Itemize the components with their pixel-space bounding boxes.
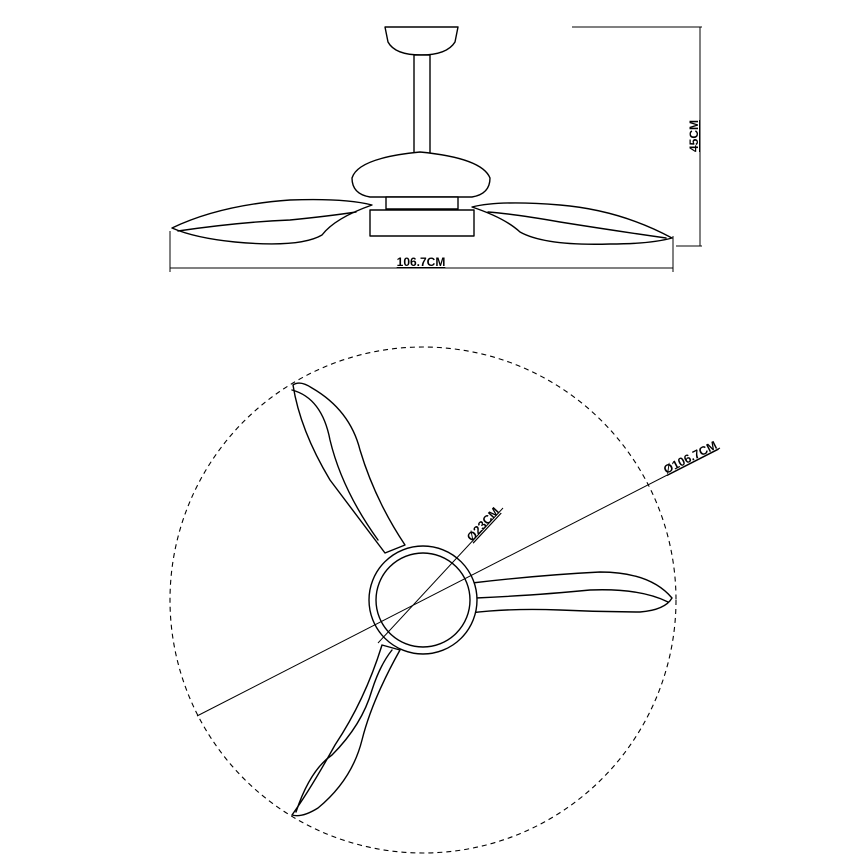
side-blade-right-inner [487,211,667,239]
blade-bottom-left [291,644,401,817]
height-label: 45CM [687,120,701,152]
blade-sweep-circle [169,346,677,854]
blade-top-left-edge [291,389,379,541]
hub-diameter-line [377,507,504,644]
downrod [413,54,431,158]
width-label: 106.7CM [397,255,446,269]
top-view: Ø106.7CM Ø23CM [169,346,721,854]
light-ring-side [385,196,459,210]
blade-top-left [292,382,406,554]
light-panel-side [369,209,475,237]
side-blade-left-inner [177,211,357,232]
blade-bottom-left-edge [295,649,393,813]
side-view: 106.7CM 45CM [169,26,702,272]
blade-right [469,571,673,614]
hub-diameter-label: Ø23CM [464,504,502,544]
blade-right-edge [475,589,669,603]
side-blade-left [171,198,373,245]
ceiling-canopy [384,26,459,56]
sweep-diameter-label: Ø106.7CM [661,438,719,477]
sweep-diameter-line [196,447,721,717]
motor-housing [351,151,491,198]
